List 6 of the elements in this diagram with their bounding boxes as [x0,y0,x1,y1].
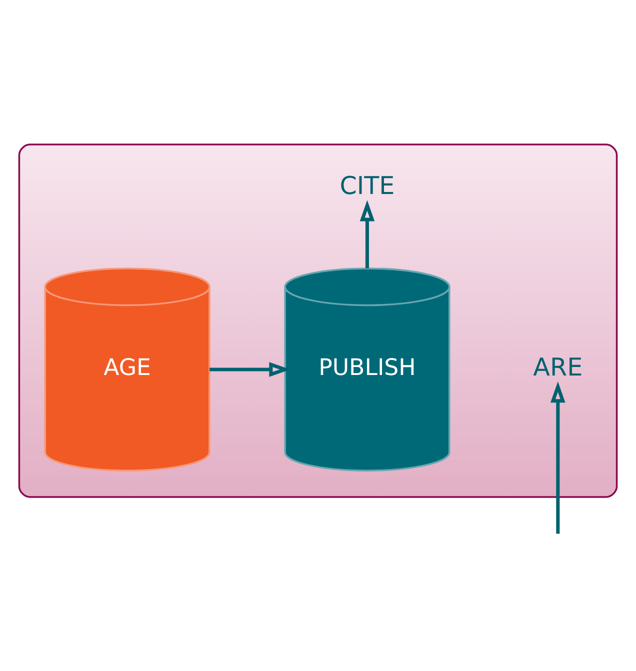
node-text: CITE [340,170,395,200]
node-text: ARE [533,352,583,382]
arrow [360,200,375,268]
arrow [550,380,566,534]
arrow [210,362,290,376]
cluster [18,143,618,498]
